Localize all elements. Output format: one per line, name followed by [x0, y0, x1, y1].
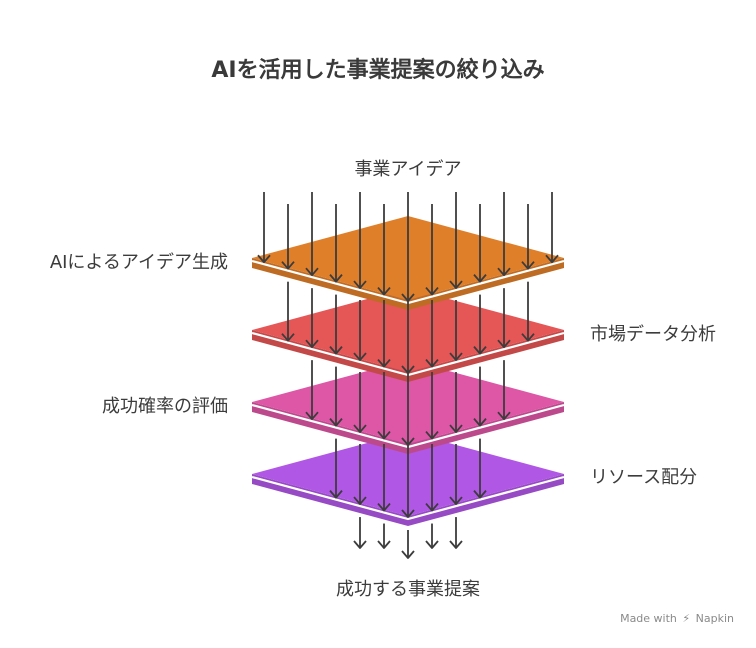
down-arrow-icon-in-0 — [257, 192, 271, 264]
down-arrow-icon-l3-1 — [353, 444, 367, 505]
down-arrow-icon-l3-4 — [425, 444, 439, 512]
down-arrow-icon-l2-1 — [329, 366, 343, 427]
down-arrow-icon-l3-6 — [473, 438, 487, 499]
down-arrow-icon-l1-4 — [377, 300, 391, 368]
down-arrow-icon-out-3 — [425, 523, 439, 549]
down-arrow-icon-in-4 — [353, 192, 367, 289]
layer-label-ai-generation: AIによるアイデア生成 — [49, 252, 228, 273]
layer-label-market-analysis: 市場データ分析 — [590, 324, 716, 345]
down-arrow-icon-l1-9 — [497, 288, 511, 349]
down-arrow-icon-in-11 — [521, 204, 535, 270]
down-arrow-icon-in-3 — [329, 204, 343, 283]
down-arrow-icon-in-8 — [449, 192, 463, 289]
down-arrow-icon-in-12 — [545, 192, 559, 264]
down-arrow-icon-l2-5 — [425, 372, 439, 440]
down-arrow-icon-l2-0 — [305, 360, 319, 421]
down-arrow-icon-in-9 — [473, 204, 487, 283]
down-arrow-icon-l3-0 — [329, 438, 343, 499]
down-arrow-icon-l1-7 — [449, 300, 463, 361]
input-label: 事業アイデア — [354, 159, 462, 180]
layer-label-resource-allocation: リソース配分 — [590, 467, 698, 488]
napkin-credit[interactable]: Made with ⚡ Napkin — [620, 612, 734, 625]
down-arrow-icon-in-7 — [425, 204, 439, 296]
down-arrow-icon-l3-3 — [401, 444, 415, 518]
down-arrow-icon-l3-5 — [449, 444, 463, 505]
down-arrow-icon-l2-2 — [353, 372, 367, 433]
down-arrow-icon-out-2 — [401, 530, 415, 559]
down-arrow-icon-l1-2 — [329, 294, 343, 355]
down-arrow-icon-l1-1 — [305, 288, 319, 349]
output-label: 成功する事業提案 — [336, 579, 480, 600]
down-arrow-icon-l1-3 — [353, 300, 367, 361]
layer-label-success-probability: 成功確率の評価 — [102, 396, 228, 417]
down-arrow-icon-l1-0 — [281, 281, 295, 342]
down-arrow-icon-l2-3 — [377, 372, 391, 440]
down-arrow-icon-l1-8 — [473, 294, 487, 355]
down-arrow-icon-l3-2 — [377, 444, 391, 512]
napkin-logo-icon: ⚡ — [682, 612, 691, 625]
down-arrow-icon-in-2 — [305, 192, 319, 277]
down-arrow-icon-in-1 — [281, 204, 295, 270]
down-arrow-icon-l1-6 — [425, 300, 439, 368]
down-arrow-icon-l2-7 — [473, 366, 487, 427]
down-arrow-icon-l2-6 — [449, 372, 463, 433]
down-arrow-icon-out-4 — [449, 517, 463, 549]
down-arrow-icon-out-1 — [377, 523, 391, 549]
down-arrow-icon-l2-8 — [497, 360, 511, 421]
down-arrow-icon-in-5 — [377, 204, 391, 296]
credit-brand: Napkin — [695, 612, 734, 625]
credit-text: Made with — [620, 612, 677, 625]
down-arrow-icon-out-0 — [353, 517, 367, 549]
down-arrow-icon-in-10 — [497, 192, 511, 277]
down-arrow-icon-l1-10 — [521, 281, 535, 342]
page-title: AIを活用した事業提案の絞り込み — [211, 58, 545, 83]
